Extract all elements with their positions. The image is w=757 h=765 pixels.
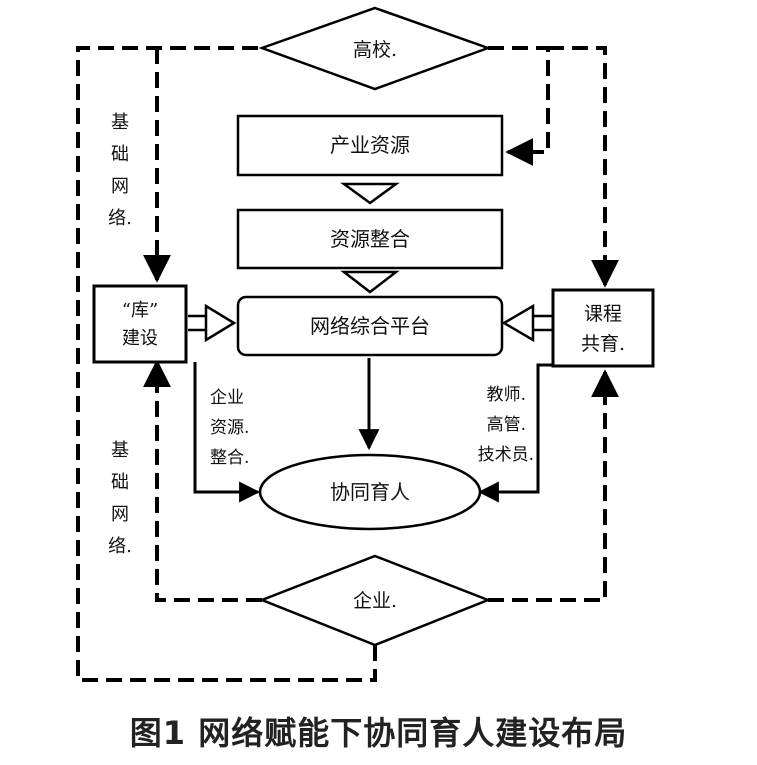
- industry-resources-node: 产业资源: [236, 114, 504, 177]
- course-to-platform-shaft: [533, 314, 553, 332]
- collaborative-node: 协同育人: [258, 453, 482, 531]
- enterprise-to-course-line: [488, 369, 619, 602]
- industry-resources-label: 产业资源: [330, 133, 410, 157]
- library-node: “库” 建设: [92, 284, 188, 364]
- svg-text:网: 网: [111, 504, 129, 525]
- resource-integration-node: 资源整合: [236, 208, 504, 270]
- collaborative-label: 协同育人: [330, 480, 410, 504]
- library-to-collab-line: [193, 362, 261, 503]
- svg-text:高管.: 高管.: [487, 415, 526, 435]
- library-label-line1: “库”: [122, 300, 158, 321]
- svg-text:整合.: 整合.: [210, 448, 249, 468]
- course-to-platform-arrow: [501, 303, 535, 343]
- course-label-line1: 课程: [584, 303, 622, 325]
- resource-integration-label: 资源整合: [330, 227, 410, 251]
- svg-text:基: 基: [111, 112, 129, 133]
- basic-network-bottom-label: 基 础 网 络.: [108, 440, 132, 557]
- enterprise-to-library-line: [143, 359, 262, 602]
- svg-text:技术员.: 技术员.: [478, 445, 534, 465]
- svg-text:网: 网: [111, 176, 129, 197]
- course-label-line2: 共育.: [581, 333, 625, 355]
- dashed-connectors: [76, 46, 619, 682]
- svg-text:础: 础: [111, 144, 129, 165]
- university-to-course-line: [548, 46, 619, 288]
- solid-connectors: [193, 358, 553, 503]
- svg-text:础: 础: [111, 472, 129, 493]
- layout-diagram: 高校. 产业资源 资源整合 网络综合平台 “库” 建设 课程 共育. 协同育人 …: [76, 6, 655, 682]
- enterprise-label: 企业.: [353, 590, 397, 612]
- network-platform-label: 网络综合平台: [310, 314, 430, 338]
- hollow-arrows: [188, 182, 553, 343]
- basic-network-top-label: 基 础 网 络.: [108, 112, 132, 229]
- course-node: 课程 共育.: [551, 288, 655, 368]
- enterprise-node: 企业.: [258, 554, 492, 647]
- network-platform-node: 网络综合平台: [236, 295, 504, 357]
- course-to-collab-line: [477, 363, 553, 503]
- university-node: 高校.: [258, 6, 492, 91]
- integration-to-platform-arrow: [340, 270, 400, 294]
- svg-text:资源.: 资源.: [210, 418, 249, 438]
- library-to-platform-shaft: [188, 314, 206, 332]
- enterprise-resources-label: 企业 资源. 整合.: [210, 388, 249, 468]
- industry-to-integration-arrow: [340, 182, 400, 205]
- staff-label: 教师. 高管. 技术员.: [478, 385, 534, 465]
- svg-text:教师.: 教师.: [487, 385, 526, 405]
- svg-text:络.: 络.: [108, 536, 132, 557]
- library-to-platform-arrow: [204, 303, 237, 343]
- svg-text:络.: 络.: [108, 208, 132, 229]
- svg-text:企业: 企业: [210, 388, 244, 408]
- university-label: 高校.: [353, 39, 397, 61]
- library-label-line2: 建设: [122, 328, 158, 349]
- university-to-industry-line: [488, 46, 550, 166]
- svg-text:基: 基: [111, 440, 129, 461]
- figure-caption: 图1 网络赋能下协同育人建设布局: [129, 714, 628, 752]
